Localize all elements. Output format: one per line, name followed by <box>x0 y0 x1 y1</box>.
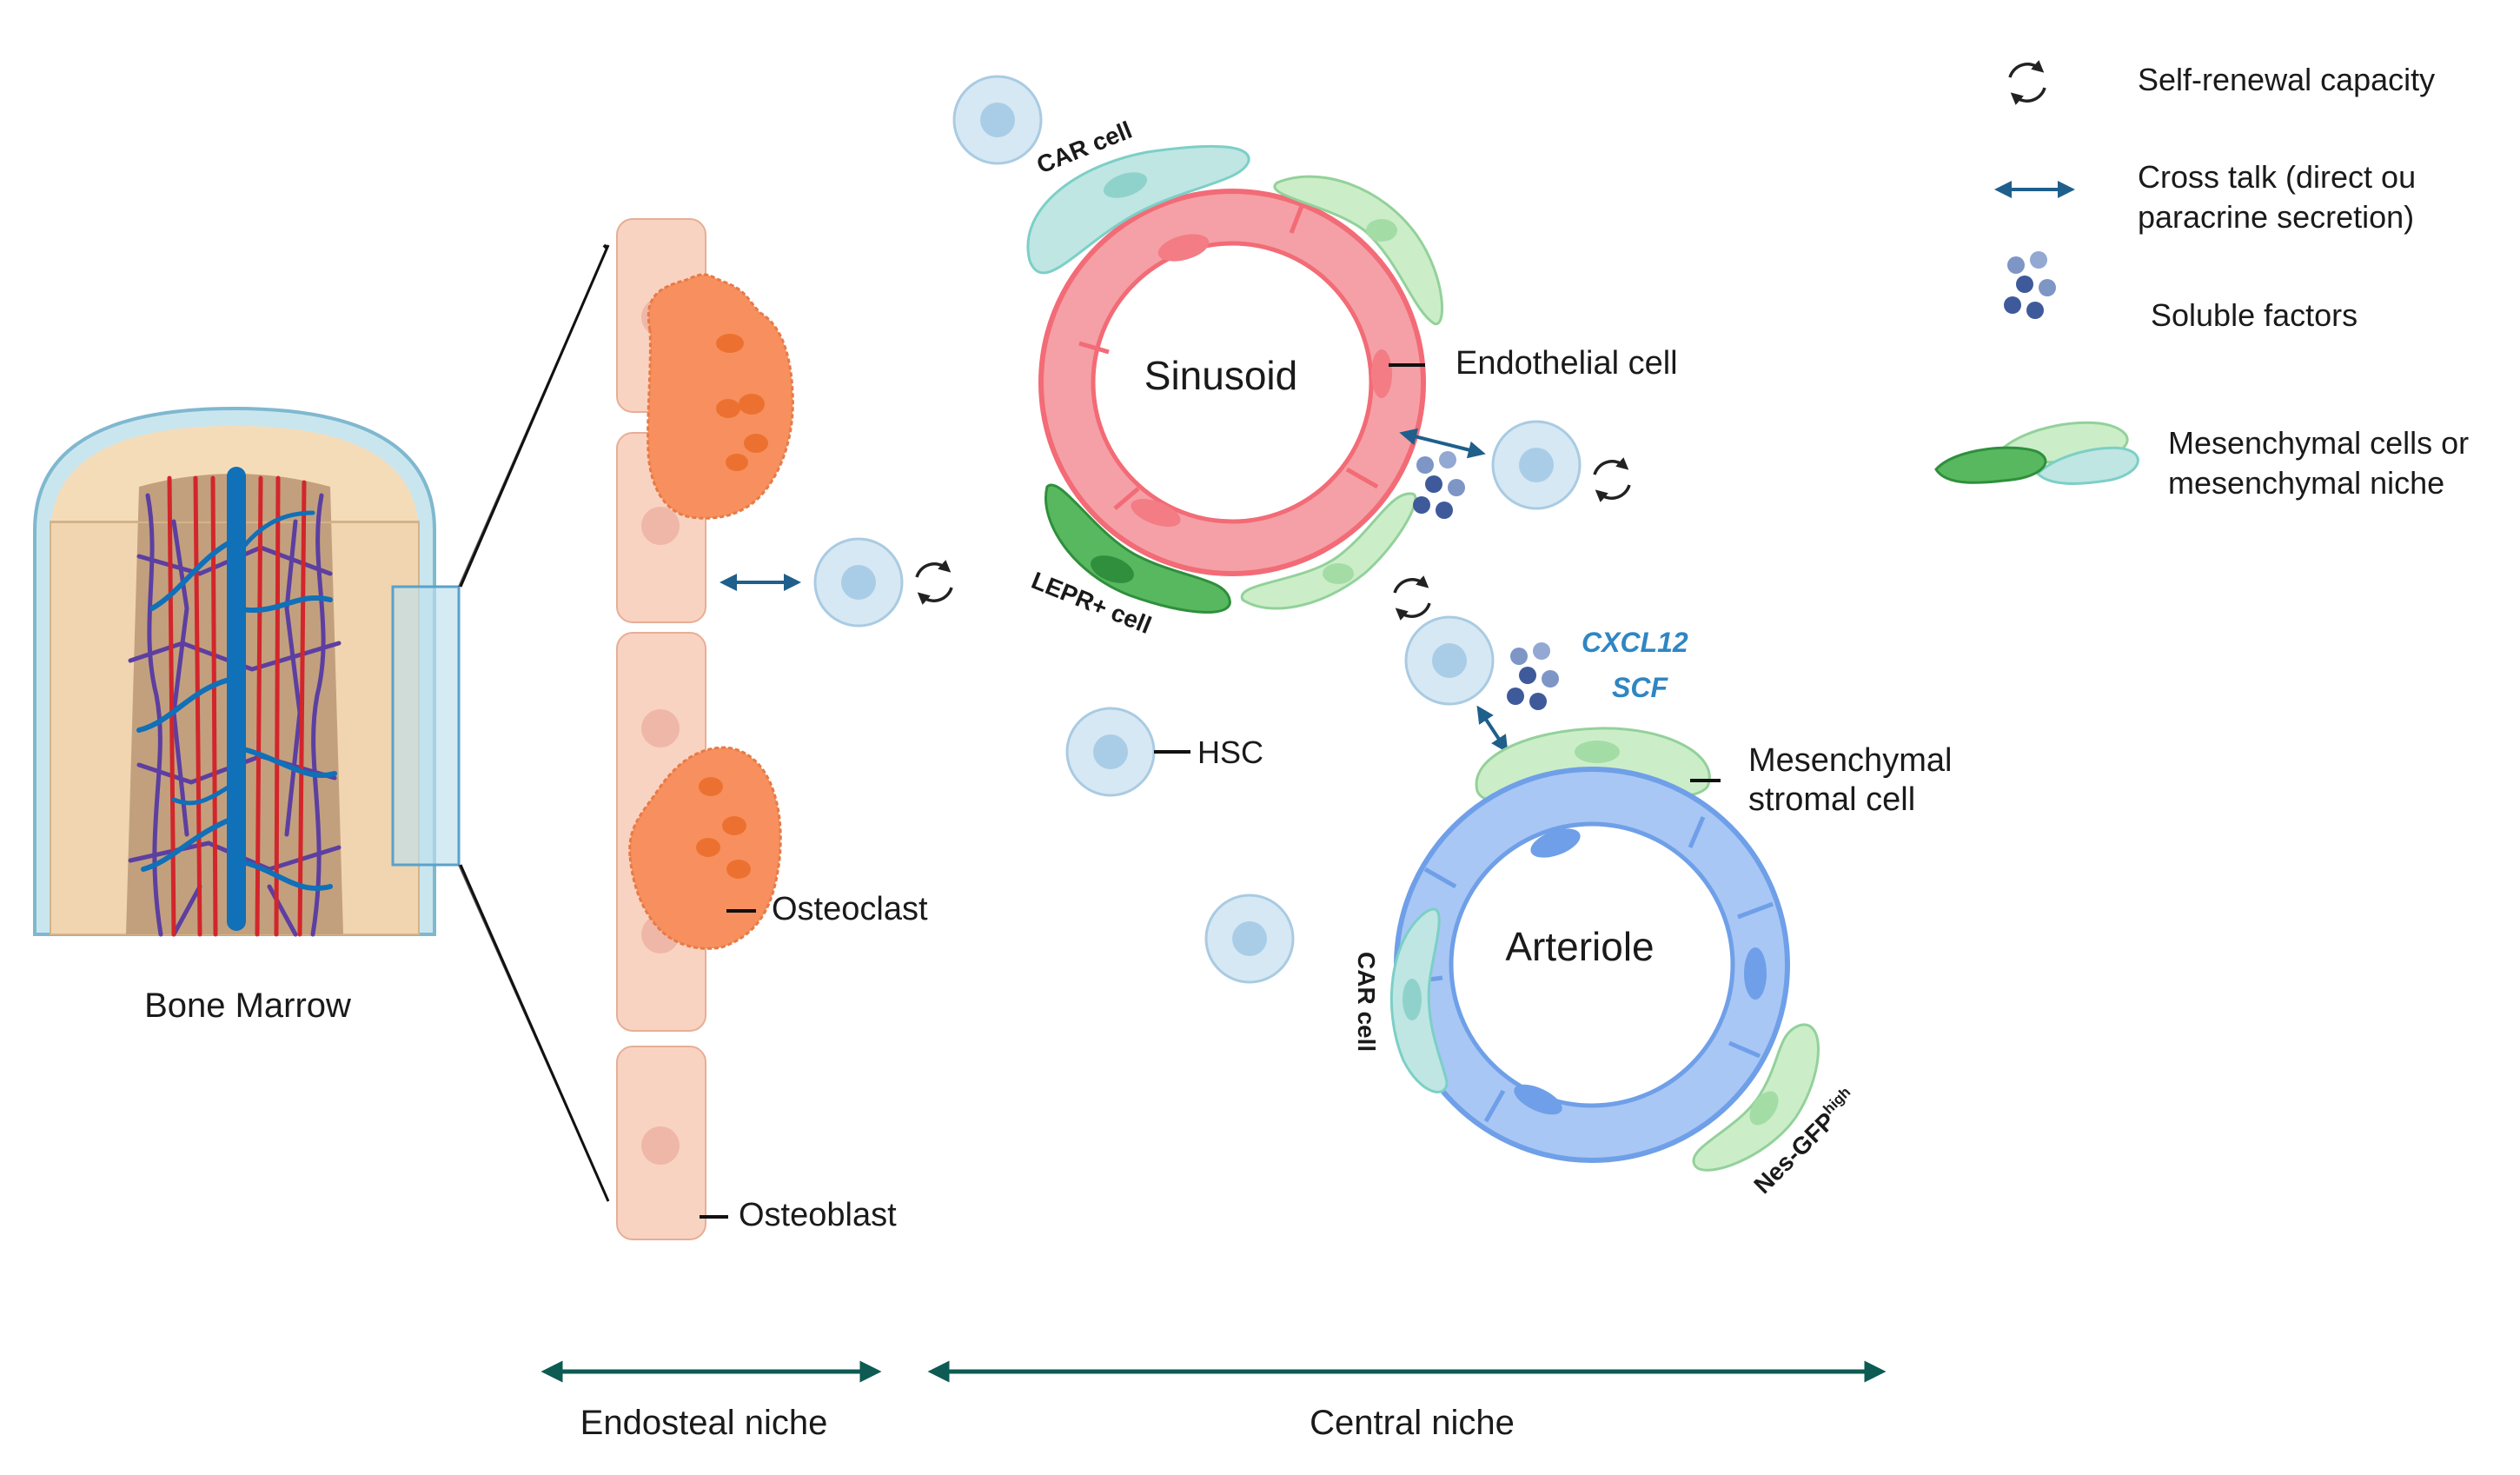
hsc-cell <box>813 537 904 628</box>
legend-self-renewal-label: Self-renewal capacity <box>2138 62 2435 97</box>
soluble-factors-icon <box>1507 642 1559 710</box>
cxcl12-label: CXCL12 <box>1582 627 1688 658</box>
vessel-central-blue <box>136 467 337 931</box>
hsc-label: HSC <box>1197 734 1263 770</box>
legend-soluble-factors-icon <box>2004 251 2056 319</box>
self-renewal-icon <box>1595 462 1629 498</box>
osteoclast-cell <box>628 746 782 950</box>
osteoblast-label: Osteoblast <box>739 1197 897 1233</box>
mesenchymal-cell <box>1240 492 1417 610</box>
soluble-factors-icon <box>1413 451 1465 519</box>
vessel-network-red <box>167 475 307 937</box>
lepr-cell <box>1044 483 1231 614</box>
car-cell <box>1026 144 1250 275</box>
legend-cross-talk-label-line1: Cross talk (direct ou <box>2138 159 2416 195</box>
legend-cross-talk-label-line2: paracrine secretion) <box>2138 199 2414 235</box>
sinusoid-vessel <box>1038 189 1426 576</box>
osteoclast-cell <box>647 273 794 520</box>
legend <box>1934 64 2139 485</box>
hsc-cell <box>1404 615 1495 706</box>
mesenchymal-stromal-label-line2: stromal cell <box>1748 781 1915 818</box>
hsc-cell <box>952 75 1043 165</box>
zoom-region <box>391 585 461 867</box>
legend-self-renewal-icon <box>2010 64 2045 101</box>
mesenchymal-stromal-label-line1: Mesenchymal <box>1748 742 1952 779</box>
bone-marrow-label: Bone Marrow <box>144 987 351 1025</box>
car-cell <box>1389 907 1449 1093</box>
hsc-cell <box>1065 707 1156 797</box>
arteriole-label: Arteriole <box>1505 924 1654 969</box>
central-niche-label: Central niche <box>1310 1404 1515 1442</box>
nes-gfp-cell <box>1692 1023 1820 1172</box>
sinusoid-label: Sinusoid <box>1144 353 1297 398</box>
mesenchymal-cell <box>1273 175 1443 326</box>
endosteal-niche-label: Endosteal niche <box>580 1404 828 1442</box>
osteoclast-label: Osteoclast <box>772 891 928 927</box>
legend-soluble-factors-label: Soluble factors <box>2151 297 2358 333</box>
scf-label: SCF <box>1612 672 1668 703</box>
self-renewal-icon <box>1395 580 1429 616</box>
cross-talk-arrow <box>1399 428 1486 459</box>
hsc-cell <box>1491 420 1582 510</box>
endothelial-cell-label: Endothelial cell <box>1456 345 1678 382</box>
arteriole-vessel <box>1394 767 1790 1163</box>
bone-illustration <box>33 406 461 937</box>
legend-mesenchymal-icon <box>1934 421 2139 485</box>
vessel-network-purple <box>128 493 342 937</box>
cross-talk-arrow <box>1476 705 1509 754</box>
self-renewal-icon <box>917 564 952 601</box>
legend-mesenchymal-label-line2: mesenchymal niche <box>2168 465 2444 501</box>
legend-mesenchymal-label-line1: Mesenchymal cells or <box>2168 425 2469 461</box>
hsc-cell <box>1204 894 1295 984</box>
car-cell-bottom-label: CAR cell <box>1353 952 1380 1052</box>
